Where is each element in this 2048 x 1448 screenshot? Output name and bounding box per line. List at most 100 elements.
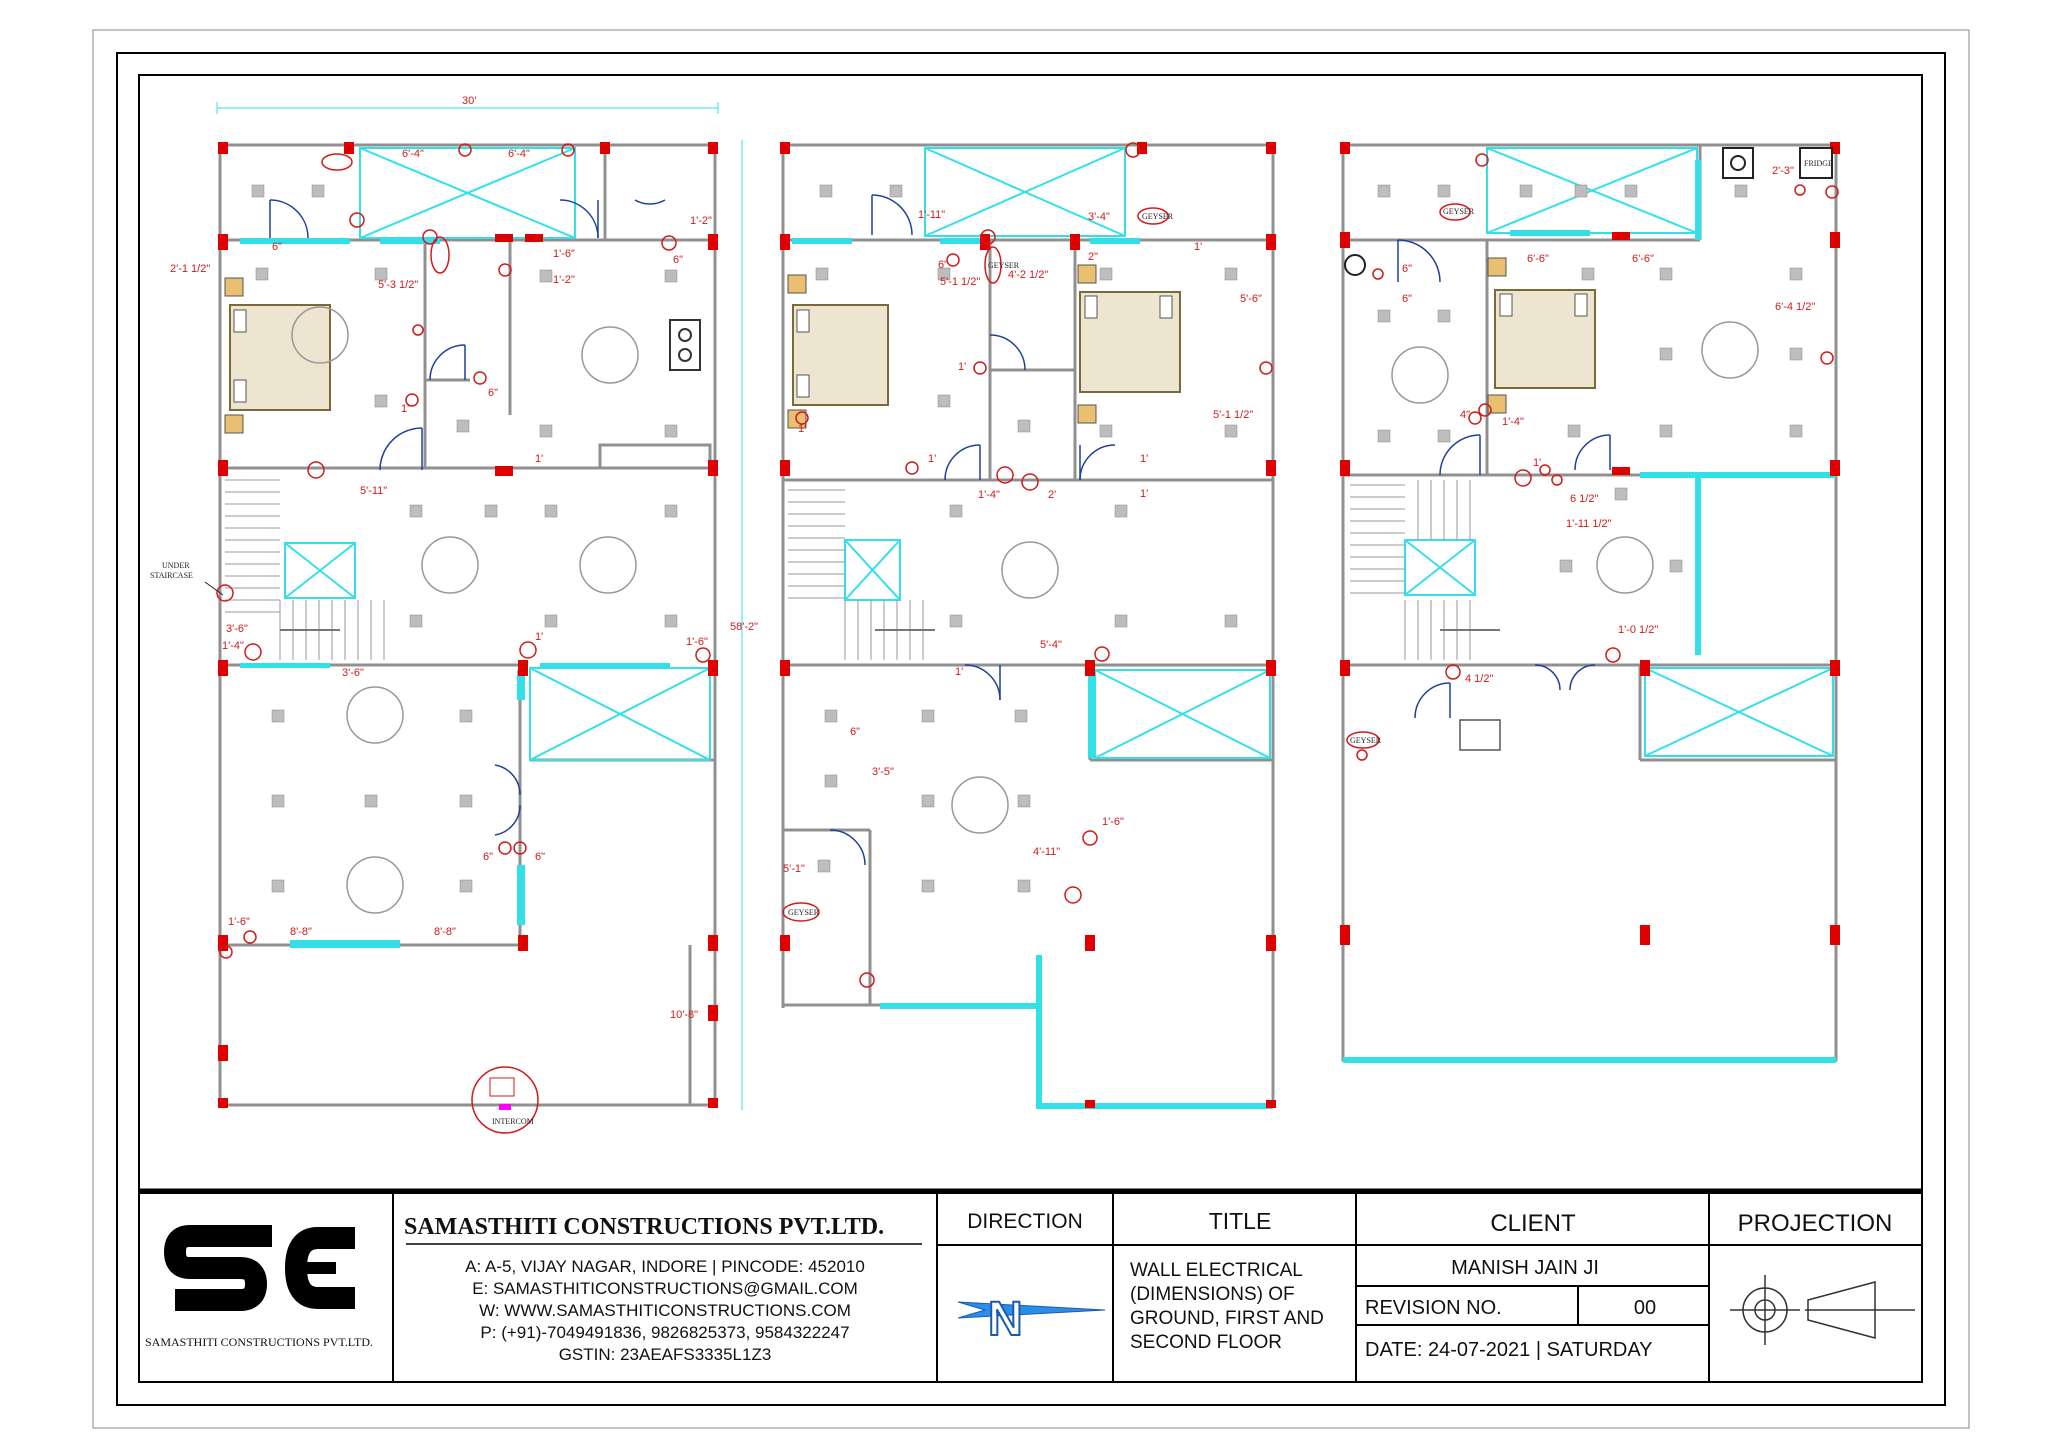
svg-text:5'-1": 5'-1": [783, 863, 805, 875]
svg-text:1': 1': [401, 403, 409, 415]
svg-text:3'-6": 3'-6": [226, 623, 248, 635]
svg-text:2": 2": [1088, 251, 1098, 263]
phone-line: P: (+91)-7049491836, 9826825373, 9584322…: [480, 1323, 849, 1342]
north-letter: N: [988, 1293, 1023, 1346]
svg-text:6'-6": 6'-6": [1632, 253, 1654, 265]
svg-text:1'-4": 1'-4": [1502, 416, 1524, 428]
title-line-3: GROUND, FIRST AND: [1130, 1308, 1324, 1329]
svg-text:GEYSER: GEYSER: [1142, 212, 1174, 221]
svg-text:6": 6": [488, 387, 498, 399]
email-line: E: SAMASTHITICONSTRUCTIONS@GMAIL.COM: [472, 1279, 858, 1298]
svg-text:5'-6": 5'-6": [1240, 293, 1262, 305]
svg-text:3'-4": 3'-4": [1088, 211, 1110, 223]
svg-text:6'-6": 6'-6": [1527, 253, 1549, 265]
svg-text:1'-11": 1'-11": [918, 209, 945, 221]
client-name: MANISH JAIN JI: [1451, 1257, 1599, 1279]
svg-text:1': 1': [798, 423, 806, 435]
svg-text:GEYSER: GEYSER: [788, 908, 820, 917]
light-point-icon: [251, 184, 678, 893]
svg-text:10'-8": 10'-8": [670, 1009, 698, 1021]
svg-text:1'-4": 1'-4": [222, 640, 244, 652]
svg-text:5'-3 1/2": 5'-3 1/2": [378, 279, 418, 291]
title-block: SAMASTHITI CONSTRUCTIONS PVT.LTD. SAMAST…: [138, 1188, 1923, 1383]
svg-text:GEYSER: GEYSER: [1350, 736, 1382, 745]
svg-text:4": 4": [1460, 409, 1470, 421]
title-label: TITLE: [1209, 1208, 1272, 1234]
svg-text:6": 6": [850, 726, 860, 738]
ground-floor-plan: 30' 58'-2": [150, 95, 758, 1134]
svg-text:1'-11 1/2": 1'-11 1/2": [1566, 518, 1612, 530]
svg-text:2': 2': [1048, 489, 1056, 501]
svg-text:1': 1': [1140, 453, 1148, 465]
first-floor-plan: 1'-11" 3'-4" 6" 5'-1 1/2" 4'-2 1/2" 2" 1…: [780, 142, 1276, 1109]
ceiling-fan-icon: [291, 306, 639, 914]
svg-text:1'-6": 1'-6": [686, 636, 708, 648]
svg-text:6": 6": [483, 851, 493, 863]
svg-text:1': 1': [1140, 488, 1148, 500]
svg-text:1'-2": 1'-2": [553, 274, 575, 286]
direction-label: DIRECTION: [967, 1210, 1083, 1233]
address-line: A: A-5, VIJAY NAGAR, INDORE | PINCODE: 4…: [465, 1257, 865, 1276]
overall-depth-label: 58'-2": [730, 621, 758, 633]
svg-text:1': 1': [1194, 241, 1202, 253]
middle-border: [116, 52, 1946, 1406]
svg-text:1': 1': [1533, 457, 1541, 469]
date-label: DATE: 24-07-2021 | SATURDAY: [1365, 1339, 1653, 1361]
svg-text:8'-8": 8'-8": [434, 926, 456, 938]
title-line-4: SECOND FLOOR: [1130, 1332, 1282, 1353]
svg-text:6": 6": [272, 241, 282, 253]
svg-text:3'-6": 3'-6": [342, 667, 364, 679]
svg-text:3'-5": 3'-5": [872, 766, 894, 778]
svg-text:1'-2": 1'-2": [690, 215, 712, 227]
company-logo: [163, 1225, 355, 1311]
under-staircase-label-2: STAIRCASE: [150, 571, 193, 580]
svg-text:4'-11": 4'-11": [1033, 846, 1060, 858]
svg-text:GEYSER: GEYSER: [1443, 207, 1475, 216]
second-floor-plan: FRIDGE: [1340, 142, 1840, 1063]
svg-text:6": 6": [673, 254, 683, 266]
company-name: SAMASTHITI CONSTRUCTIONS PVT.LTD.: [404, 1214, 884, 1240]
svg-text:1': 1': [535, 453, 543, 465]
title-line-1: WALL ELECTRICAL: [1130, 1260, 1303, 1281]
svg-text:6": 6": [535, 851, 545, 863]
outer-border: [92, 29, 1970, 1429]
north-arrow-icon: N: [957, 1292, 1106, 1347]
under-staircase-label: UNDER: [162, 561, 190, 570]
overall-width-label: 30': [462, 95, 476, 107]
svg-text:1': 1': [955, 666, 963, 678]
svg-text:2'-3": 2'-3": [1772, 165, 1794, 177]
website-line: W: WWW.SAMASTHITICONSTRUCTIONS.COM: [479, 1301, 851, 1320]
svg-text:1'-6": 1'-6": [228, 916, 250, 928]
svg-text:1': 1': [928, 453, 936, 465]
intercom-label: INTERCOM: [492, 1117, 534, 1126]
logo-caption: SAMASTHITI CONSTRUCTIONS PVT.LTD.: [145, 1335, 373, 1349]
svg-text:4'-2 1/2": 4'-2 1/2": [1008, 269, 1048, 281]
svg-text:6'-4": 6'-4": [402, 148, 424, 160]
title-line-2: (DIMENSIONS) OF: [1130, 1284, 1295, 1305]
svg-text:6": 6": [938, 259, 948, 271]
svg-text:2'-1 1/2": 2'-1 1/2": [170, 263, 210, 275]
svg-text:4 1/2": 4 1/2": [1465, 673, 1493, 685]
svg-text:1': 1': [958, 361, 966, 373]
projection-label: PROJECTION: [1738, 1210, 1893, 1237]
svg-text:6 1/2": 6 1/2": [1570, 493, 1598, 505]
gstin-line: GSTIN: 23AEAFS3335L1Z3: [559, 1345, 772, 1364]
svg-text:5'-4": 5'-4": [1040, 639, 1062, 651]
svg-text:1'-4": 1'-4": [978, 489, 1000, 501]
projection-symbol-icon: [1730, 1275, 1915, 1345]
revision-value: 00: [1634, 1297, 1656, 1319]
svg-text:6": 6": [1402, 293, 1412, 305]
client-label: CLIENT: [1490, 1210, 1576, 1237]
svg-text:1'-6": 1'-6": [553, 248, 575, 260]
svg-text:6'-4": 6'-4": [508, 148, 530, 160]
svg-text:5'-11": 5'-11": [360, 485, 387, 497]
svg-text:6'-4 1/2": 6'-4 1/2": [1775, 301, 1815, 313]
revision-label: REVISION NO.: [1365, 1297, 1502, 1319]
fridge-label: FRIDGE: [1804, 159, 1833, 168]
svg-text:1'-0 1/2": 1'-0 1/2": [1618, 624, 1658, 636]
svg-text:6": 6": [1402, 263, 1412, 275]
svg-text:5'-1 1/2": 5'-1 1/2": [940, 276, 980, 288]
svg-text:8'-8": 8'-8": [290, 926, 312, 938]
svg-text:5'-1 1/2": 5'-1 1/2": [1213, 409, 1253, 421]
